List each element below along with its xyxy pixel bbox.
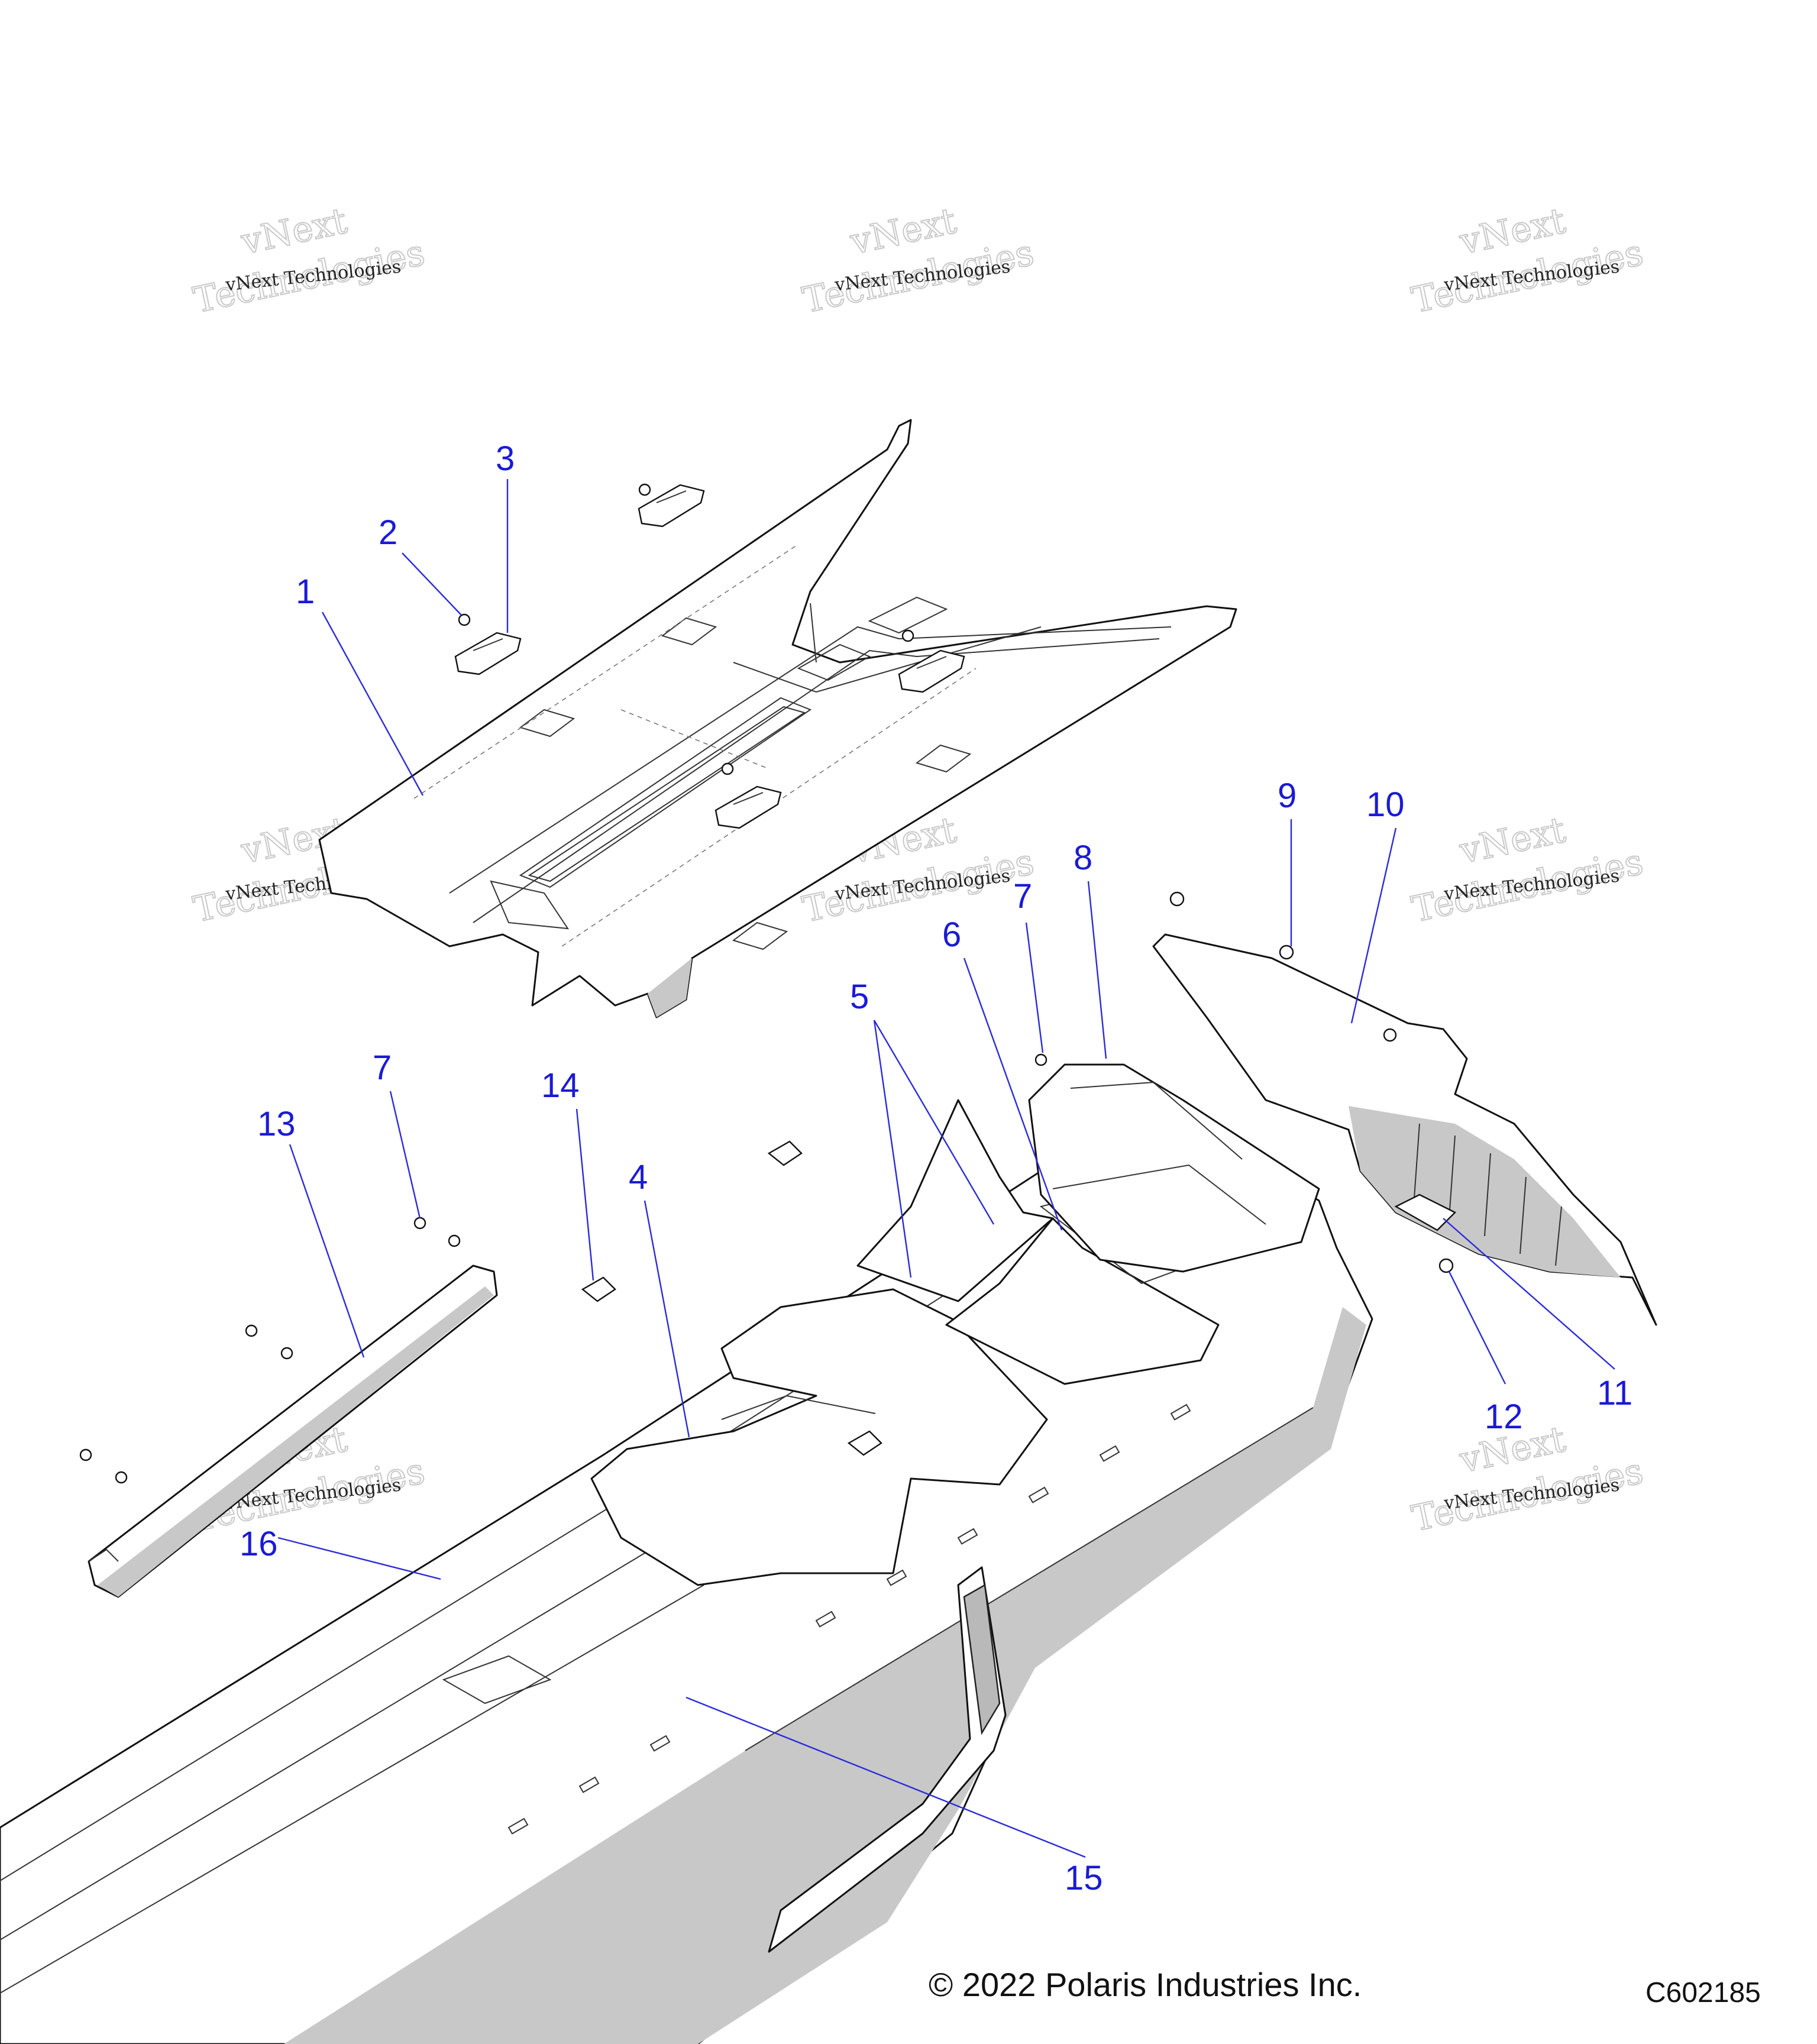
screw-7 (1034, 1053, 1047, 1066)
part-13-rail (88, 1264, 498, 1598)
screw-7 (413, 1217, 426, 1230)
callout-7-lower: 7 (373, 1049, 392, 1087)
screw-9 (1279, 945, 1294, 960)
clip-14 (847, 1430, 882, 1456)
watermark: vNext Technologies vNext Technologies (189, 199, 429, 322)
screw-7 (79, 1448, 92, 1461)
loose-fasteners (79, 891, 1457, 1484)
leader-lines (277, 479, 1615, 1858)
screw-7 (448, 1234, 461, 1247)
callout-3: 3 (496, 439, 515, 478)
callout-5: 5 (850, 978, 869, 1016)
screw-7 (115, 1471, 128, 1484)
callout-11: 11 (1597, 1374, 1632, 1412)
callout-10: 10 (1366, 785, 1405, 824)
copyright-text: © 2022 Polaris Industries Inc. (929, 1966, 1362, 2003)
part-10-rear-flap (1152, 933, 1657, 1326)
part-1-floor-panel (318, 419, 1237, 1018)
clip-3 (898, 649, 965, 693)
callout-13: 13 (257, 1105, 296, 1143)
clip-3 (638, 484, 705, 528)
callout-9: 9 (1278, 777, 1297, 815)
rail-holes (507, 1403, 1191, 1835)
screw-2 (721, 762, 734, 775)
callout-8: 8 (1074, 839, 1092, 877)
screw-2 (458, 613, 471, 626)
callout-labels: 1 2 3 4 5 6 7 7 8 9 10 11 12 13 14 15 16 (240, 439, 1632, 1897)
callout-2: 2 (379, 513, 397, 552)
clip-14 (767, 1140, 803, 1166)
screw-9 (1169, 891, 1185, 907)
watermark: vNext Technologies vNext Technologies (798, 199, 1038, 322)
callout-4: 4 (629, 1158, 648, 1196)
screw-2 (901, 629, 914, 642)
watermark: vNext Technologies vNext Technologies (1408, 199, 1647, 322)
screw-2 (638, 483, 651, 496)
callout-1: 1 (296, 573, 315, 611)
callout-15: 15 (1065, 1859, 1103, 1897)
screw-7 (280, 1347, 293, 1360)
screw-7 (245, 1324, 258, 1337)
callout-16: 16 (240, 1525, 278, 1563)
watermark: vNext Technologies vNext Technologies (1408, 808, 1647, 931)
clip-3 (714, 785, 782, 829)
callout-7-upper: 7 (1013, 877, 1032, 916)
clips-and-screws-upper (454, 483, 965, 829)
diagram-code: C602185 (1645, 1977, 1761, 2009)
flap-hole (1383, 1028, 1397, 1042)
callout-6: 6 (942, 916, 961, 954)
clip-14 (581, 1276, 616, 1302)
screw-12 (1438, 1258, 1454, 1273)
plate-11 (1394, 1194, 1457, 1231)
footer: © 2022 Polaris Industries Inc. C602185 (929, 1966, 1761, 2009)
part-4-15-16-chassis-tunnel (0, 1063, 1373, 2044)
callout-14: 14 (541, 1066, 580, 1105)
callout-12: 12 (1485, 1398, 1523, 1436)
clip-3 (454, 632, 522, 675)
